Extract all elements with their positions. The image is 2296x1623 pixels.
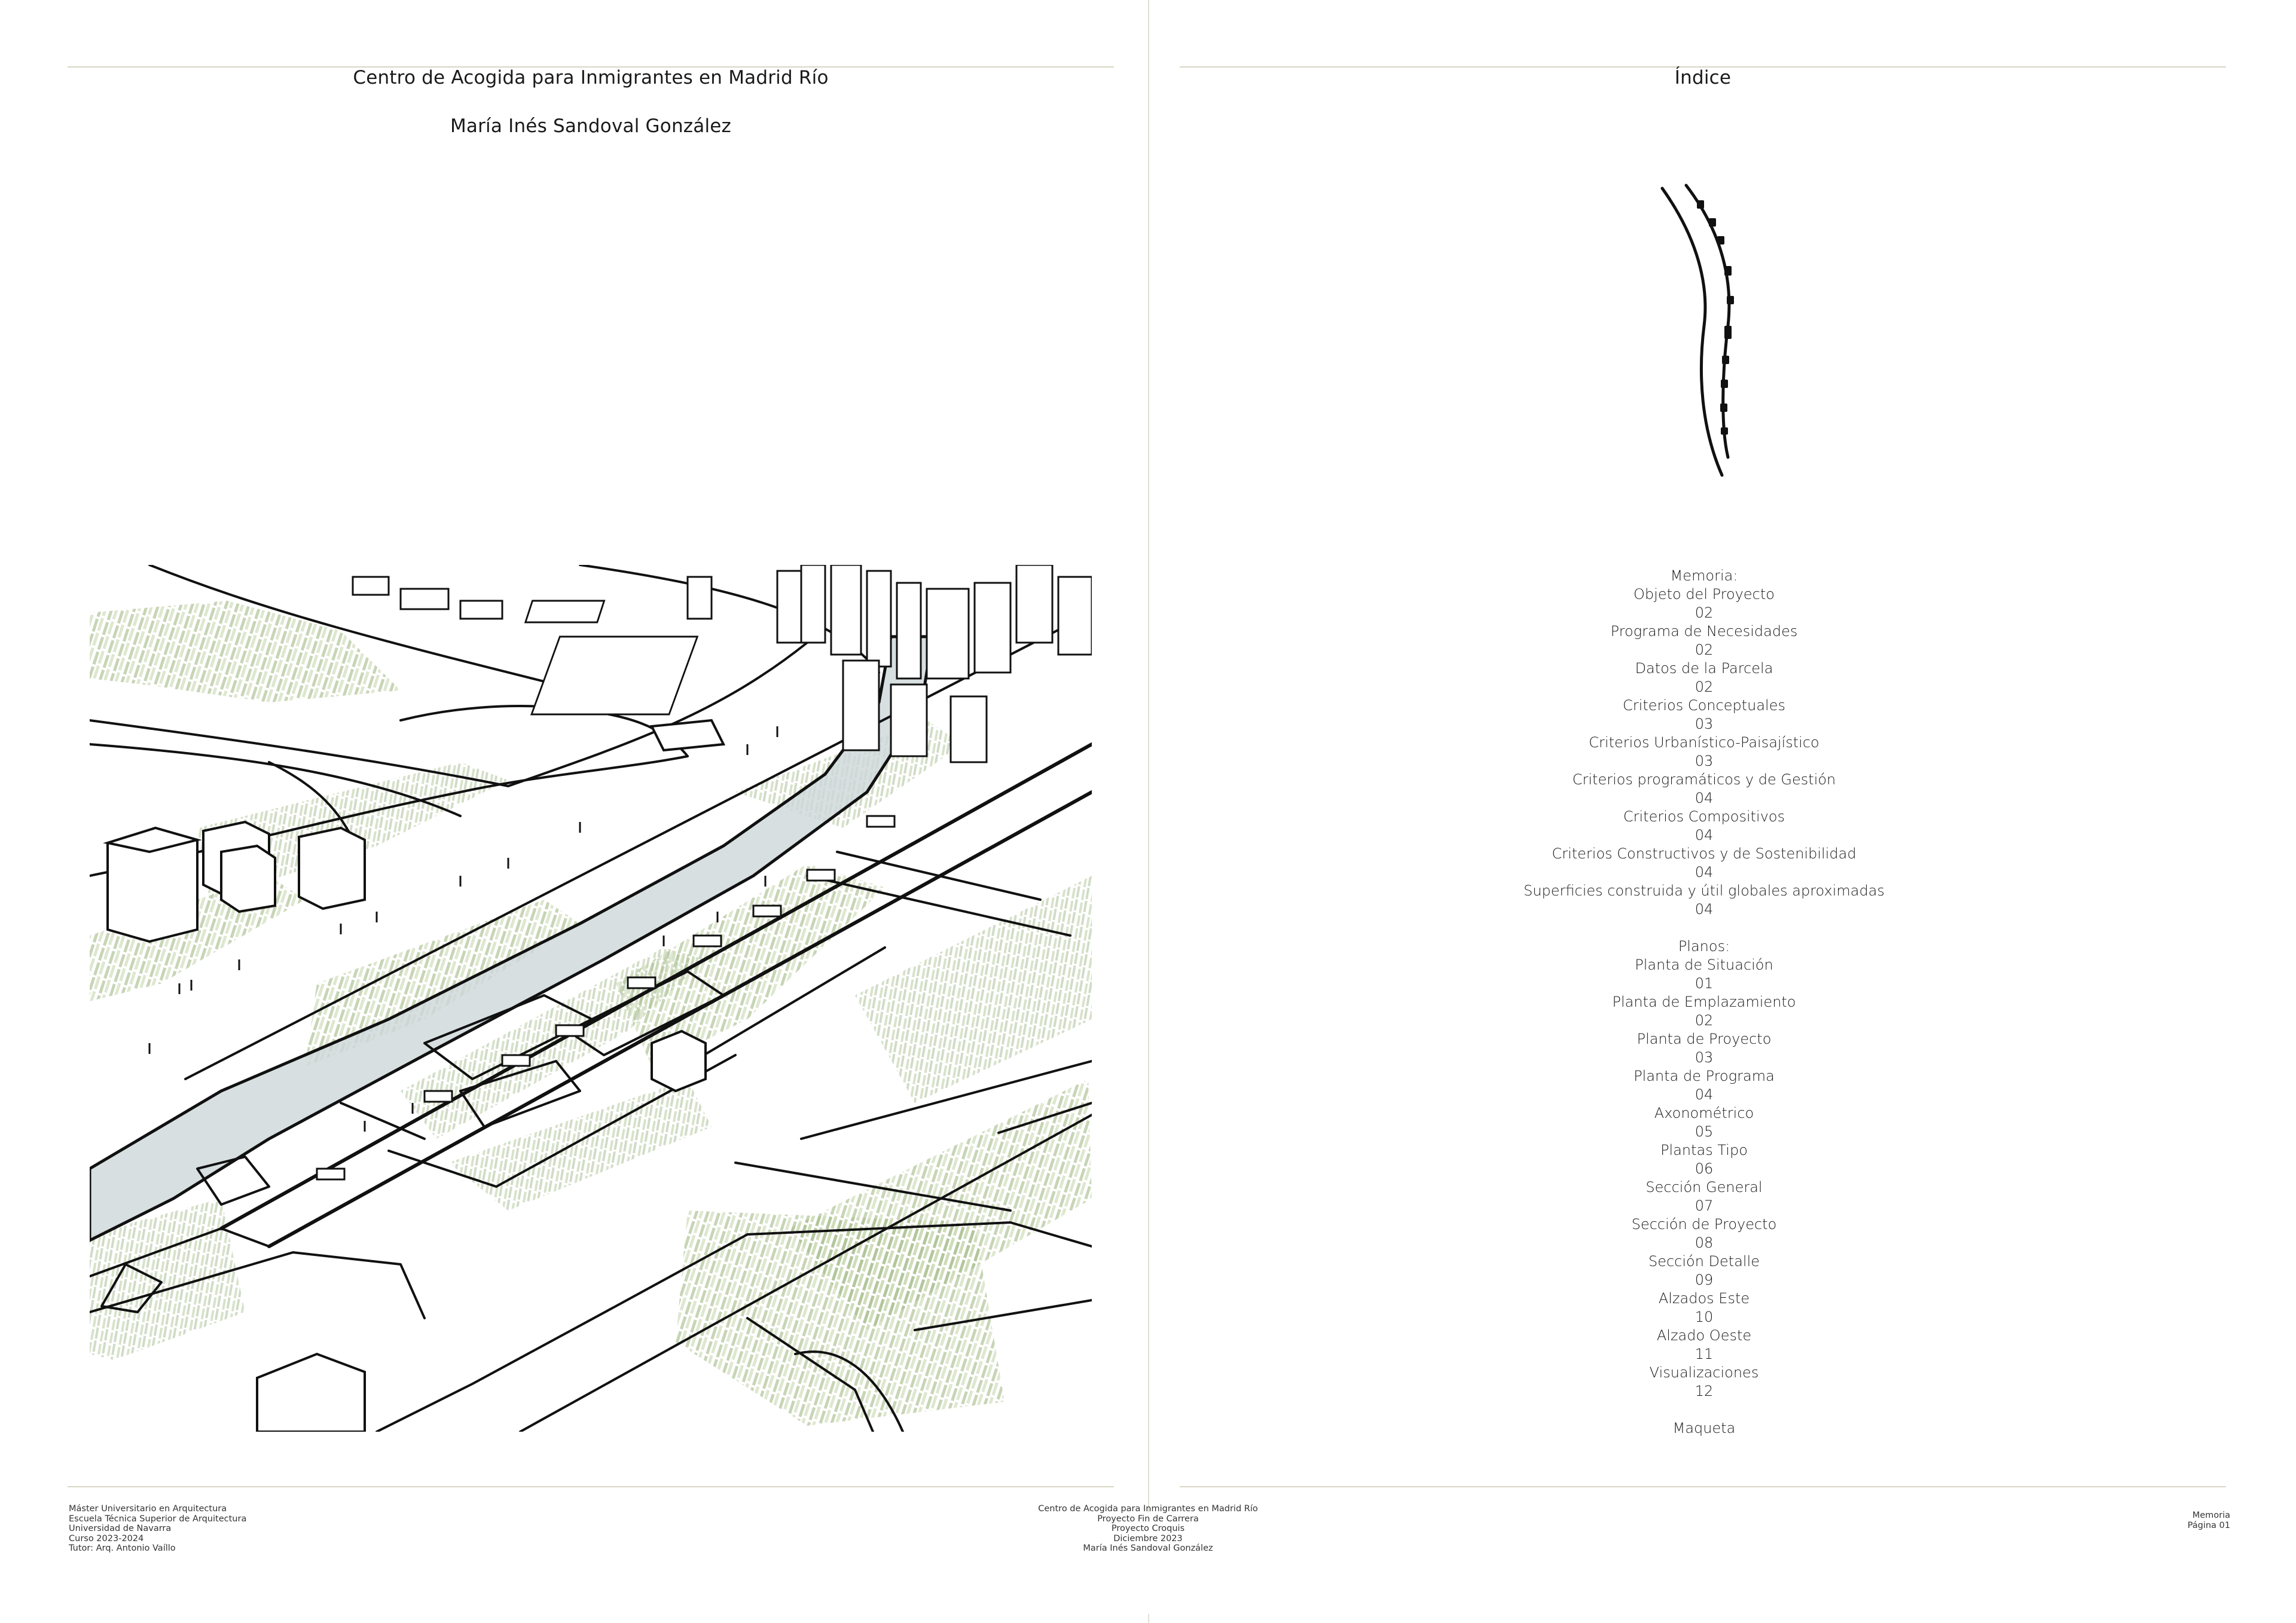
footer-line: Centro de Acogida para Inmigrantes en Ma… — [1038, 1504, 1258, 1514]
footer-line: Tutor: Arq. Antonio Vaíllo — [69, 1543, 176, 1553]
toc-line: Planos: — [1678, 938, 1730, 955]
toc-line: Sección de Proyecto — [1631, 1216, 1777, 1233]
toc-page-number: 04 — [1694, 790, 1714, 806]
footer-line: Proyecto Croquis — [1111, 1524, 1185, 1533]
toc-page-number: 03 — [1694, 753, 1714, 769]
toc-line: Criterios Conceptuales — [1623, 697, 1785, 714]
toc-spacer — [1423, 919, 1985, 937]
left-bottom-rule — [68, 1486, 1114, 1487]
toc-spacer — [1423, 1401, 1985, 1419]
toc-page-number: 01 — [1694, 975, 1714, 992]
left-top-rule — [68, 66, 1114, 68]
table-of-contents: Memoria: Objeto del Proyecto 02 Programa… — [1423, 567, 1985, 1438]
footer-project-info: Centro de Acogida para Inmigrantes en Ma… — [969, 1504, 1327, 1554]
aerial-sketch — [90, 565, 1092, 1432]
toc-page-number: 02 — [1694, 1012, 1714, 1029]
footer-page-info: Memoria Página 01 — [2105, 1511, 2230, 1530]
river-outline-icon — [1660, 184, 1734, 477]
toc-page-number: 02 — [1694, 678, 1714, 695]
footer-page-number: Página 01 — [2187, 1520, 2230, 1530]
toc-line: Planta de Proyecto — [1636, 1031, 1772, 1047]
toc-line: Planta de Emplazamiento — [1612, 994, 1796, 1010]
toc-page-number: 07 — [1694, 1197, 1714, 1214]
toc-line: Visualizaciones — [1649, 1364, 1759, 1381]
footer-institution: Máster Universitario en Arquitectura Esc… — [69, 1504, 246, 1554]
right-bottom-rule — [1180, 1486, 2226, 1487]
toc-line: Maqueta — [1672, 1420, 1736, 1436]
toc-page-number: 03 — [1694, 716, 1714, 732]
toc-line: Plantas Tipo — [1660, 1142, 1748, 1159]
toc-page-number: 02 — [1694, 641, 1714, 658]
toc-page-number: 10 — [1694, 1309, 1714, 1325]
toc-line: Criterios Compositivos — [1623, 808, 1785, 825]
toc-page-number: 04 — [1694, 827, 1714, 843]
right-top-rule — [1180, 66, 2226, 68]
footer-line: María Inés Sandoval González — [1083, 1543, 1213, 1553]
toc-line: Sección General — [1645, 1179, 1763, 1196]
page-divider-bottom — [1148, 1614, 1149, 1623]
project-title: Centro de Acogida para Inmigrantes en Ma… — [353, 67, 829, 88]
toc-page-number: 09 — [1694, 1271, 1714, 1288]
footer-line: Proyecto Fin de Carrera — [1097, 1514, 1199, 1524]
toc-page-number: 12 — [1694, 1383, 1714, 1399]
toc-line: Criterios Constructivos y de Sostenibili… — [1552, 845, 1857, 862]
footer-line: Curso 2023-2024 — [69, 1533, 144, 1543]
toc-page-number: 04 — [1694, 864, 1714, 881]
author-name: María Inés Sandoval González — [450, 115, 732, 137]
toc-line: Planta de Situación — [1635, 956, 1773, 973]
toc-line: Alzados Este — [1658, 1290, 1750, 1307]
toc-page-number: 03 — [1694, 1049, 1714, 1066]
toc-page-number: 02 — [1694, 604, 1714, 621]
toc-page-number: 06 — [1694, 1160, 1714, 1177]
index-title: Índice — [1674, 67, 1732, 88]
footer-line: Máster Universitario en Arquitectura — [69, 1504, 227, 1514]
toc-line: Axonométrico — [1654, 1105, 1754, 1121]
toc-page-number: 08 — [1694, 1234, 1714, 1251]
toc-line: Datos de la Parcela — [1635, 660, 1773, 677]
toc-line: Planta de Programa — [1634, 1068, 1775, 1084]
footer-line: Diciembre 2023 — [1113, 1533, 1183, 1543]
footer-section: Memoria — [2192, 1511, 2230, 1520]
toc-page-number: 04 — [1694, 901, 1714, 918]
page-divider — [1148, 0, 1149, 1512]
toc-line: Criterios Urbanístico-Paisajístico — [1589, 734, 1819, 751]
toc-line: Memoria: — [1670, 567, 1738, 584]
toc-line: Criterios programáticos y de Gestión — [1572, 771, 1836, 788]
toc-line: Superficies construida y útil globales a… — [1523, 882, 1885, 899]
footer-line: Escuela Técnica Superior de Arquitectura — [69, 1514, 247, 1524]
toc-line: Alzado Oeste — [1656, 1327, 1752, 1344]
toc-line: Programa de Necesidades — [1610, 623, 1798, 640]
vegetation-patches — [90, 601, 1092, 1426]
footer-line: Universidad de Navarra — [69, 1524, 172, 1533]
toc-page-number: 05 — [1694, 1123, 1714, 1140]
toc-page-number: 04 — [1694, 1086, 1714, 1103]
toc-page-number: 11 — [1694, 1346, 1714, 1362]
toc-line: Sección Detalle — [1648, 1253, 1760, 1270]
toc-line: Objeto del Proyecto — [1634, 586, 1775, 603]
